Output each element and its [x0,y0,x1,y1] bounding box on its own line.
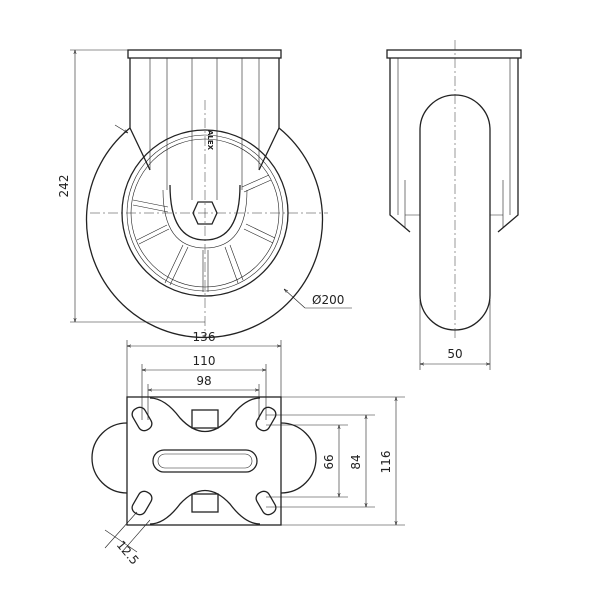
slot [152,449,258,473]
vertical-dimensions: 66 84 116 [266,396,405,526]
slot-width-label: 12.5 [114,538,142,567]
diameter-label: Ø200 [312,293,344,307]
hole-span-outer-label: 110 [193,354,216,368]
hole-span-v-inner-label: 66 [322,454,336,469]
height-dimension: 242 [57,49,205,323]
mounting-holes [131,406,277,516]
bottom-nut [191,493,219,513]
wheel-halves [91,422,317,494]
wheel-spokes [132,174,276,292]
hole-span-inner-label: 98 [196,374,211,388]
top-plate [127,49,282,59]
wheel-width-label: 50 [447,347,462,361]
fork [129,58,280,200]
top-nut [191,409,219,429]
plate-length-label: 116 [379,451,393,474]
wheel-width-dimension: 50 [419,300,491,370]
height-label: 242 [57,175,71,198]
side-top-plate [386,49,522,59]
diameter-dimension: Ø200 [284,289,352,309]
hole-span-v-outer-label: 84 [349,454,363,469]
bottom-view: 136 110 98 66 84 116 12.5 [91,330,405,567]
horizontal-dimensions: 136 110 98 [126,330,282,420]
brand-logo: ALEX [206,130,214,151]
side-view: 50 [386,40,522,370]
mounting-plate [126,396,282,526]
wheel: ALEX [85,127,324,339]
front-view: ALEX 242 Ø200 [57,49,352,339]
plate-width-label: 136 [193,330,216,344]
